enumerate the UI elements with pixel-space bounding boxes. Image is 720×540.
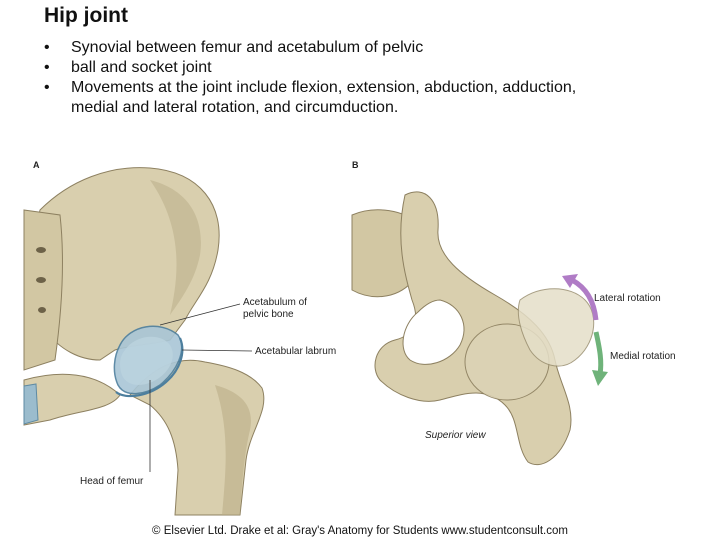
femoral-head bbox=[120, 336, 173, 385]
lateral-rotation-arrow bbox=[570, 277, 599, 321]
leader-acetabulum bbox=[159, 303, 241, 326]
bullet-text: Movements at the joint include flexion, … bbox=[71, 79, 577, 96]
acetabulum-label-line2: pelvic bone bbox=[243, 309, 294, 320]
sacrum-bone bbox=[23, 209, 63, 371]
leader-labrum bbox=[181, 349, 253, 352]
panel-a-illustration bbox=[23, 167, 265, 516]
pubic-symphysis bbox=[23, 383, 39, 425]
bullet-item: • Movements at the joint include flexion,… bbox=[44, 78, 704, 98]
medial-rotation-label: Medial rotation bbox=[610, 351, 676, 362]
copyright-line: © Elsevier Ltd. Drake et al: Gray's Anat… bbox=[152, 525, 568, 537]
bullet-dot: • bbox=[44, 59, 50, 76]
sacrum-foramen bbox=[36, 246, 47, 313]
acetabulum-label-line1: Acetabulum of bbox=[243, 297, 307, 308]
pelvic-inlet bbox=[402, 299, 465, 365]
bullet-dot: • bbox=[44, 39, 50, 56]
lateral-rotation-label: Lateral rotation bbox=[594, 293, 661, 304]
bullet-dot: • bbox=[44, 79, 50, 96]
bullet-list: • Synovial between femur and acetabulum o… bbox=[44, 38, 704, 118]
acetabulum-label: Acetabulum of pelvic bone bbox=[243, 297, 307, 321]
bullet-item-continuation: medial and lateral rotation, and circumd… bbox=[44, 98, 704, 118]
bullet-text: Synovial between femur and acetabulum of… bbox=[71, 39, 424, 56]
lateral-rotation-arrowhead bbox=[562, 274, 578, 288]
head-of-femur-label: Head of femur bbox=[80, 476, 144, 487]
panel-b-illustration bbox=[351, 191, 595, 466]
slide-title: Hip joint bbox=[44, 4, 128, 27]
superior-view-caption: Superior view bbox=[425, 430, 486, 441]
femur-superior bbox=[517, 288, 595, 367]
medial-rotation-arrowhead bbox=[592, 370, 608, 386]
bullet-text: medial and lateral rotation, and circumd… bbox=[71, 99, 399, 116]
femur-shadow bbox=[215, 385, 251, 515]
bullet-text: ball and socket joint bbox=[71, 59, 212, 76]
bullet-item: • Synovial between femur and acetabulum o… bbox=[44, 38, 704, 58]
pubic-bone bbox=[23, 373, 121, 426]
ilium-shadow bbox=[150, 180, 201, 315]
acetabular-labrum bbox=[115, 337, 184, 398]
labrum-label: Acetabular labrum bbox=[255, 346, 337, 357]
bullet-item: • ball and socket joint bbox=[44, 58, 704, 78]
medial-rotation-arrow bbox=[593, 331, 604, 375]
panel-b-label: B bbox=[352, 160, 359, 170]
panel-a-label: A bbox=[33, 160, 40, 170]
